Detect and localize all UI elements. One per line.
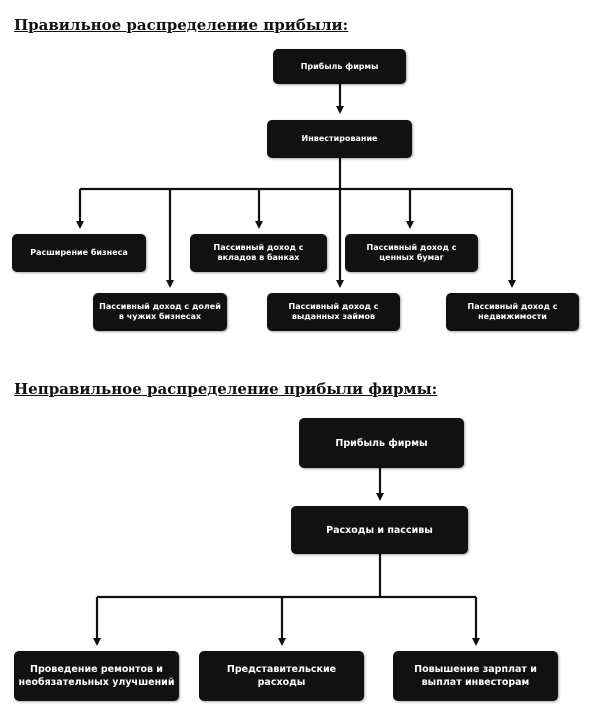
box-repairs: Проведение ремонтов и необязательных улу… xyxy=(14,651,179,701)
box-business-expansion: Расширение бизнеса xyxy=(12,234,146,272)
box-representation-expenses: Представительские расходы xyxy=(199,651,364,701)
box-profit-bottom: Прибыль фирмы xyxy=(299,418,464,468)
box-bank-deposits: Пассивный доход с вкладов в банках xyxy=(190,234,327,272)
box-investing: Инвестирование xyxy=(267,120,412,158)
box-expenses-liabilities: Расходы и пассивы xyxy=(291,506,468,554)
box-issued-loans: Пассивный доход с выданных займов xyxy=(267,293,400,331)
box-profit-top: Прибыль фирмы xyxy=(273,49,406,84)
box-salaries-payouts: Повышение зарплат и выплат инвесторам xyxy=(393,651,558,701)
box-securities: Пассивный доход с ценных бумаг xyxy=(345,234,478,272)
heading-incorrect: Неправильное распределение прибыли фирмы… xyxy=(14,380,438,398)
box-business-shares: Пассивный доход с долей в чужих бизнесах xyxy=(93,293,227,331)
box-real-estate: Пассивный доход с недвижимости xyxy=(446,293,579,331)
heading-correct: Правильное распределение прибыли: xyxy=(14,16,349,34)
